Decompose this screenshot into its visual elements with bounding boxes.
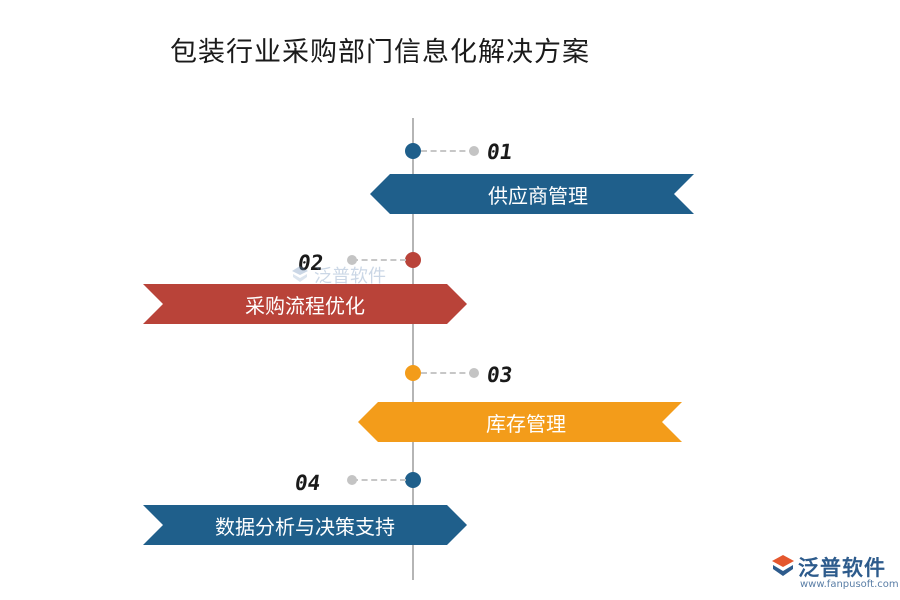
step-4-connector [352,479,406,481]
step-4-end-dot [347,475,357,485]
step-1-ribbon-shape [370,174,694,214]
step-3-number: 03 [485,363,514,387]
page-title: 包装行业采购部门信息化解决方案 [170,37,590,68]
step-4-number: 04 [293,471,322,495]
step-2-connector [352,259,406,261]
step-3-label: 库存管理 [486,411,566,436]
timeline-line [412,118,414,580]
step-1-end-dot [469,146,479,156]
step-3-end-dot [469,368,479,378]
watermark-logo-icon [292,266,308,282]
watermark: 泛普软件 [290,262,386,288]
step-1-number: 01 [485,140,514,164]
brand-logo-name: 泛普软件 [798,556,886,580]
watermark-text: 泛普软件 [314,266,386,287]
step-4-ribbon-shape [143,505,467,545]
brand-logo-url: www.fanpusoft.com [800,579,899,590]
step-1-ribbon: 供应商管理 [370,174,694,214]
brand-logo: 泛普软件 www.fanpusoft.com [770,552,899,596]
step-2-ribbon: 采购流程优化 [143,284,467,324]
brand-logo-icon [772,555,794,576]
step-4-ribbon: 数据分析与决策支持 [143,505,467,545]
step-3-ribbon: 库存管理 [358,402,682,442]
step-1-label: 供应商管理 [488,183,588,208]
step-3-connector [421,372,475,374]
step-2-ribbon-shape [143,284,467,324]
step-2-label: 采购流程优化 [245,293,365,318]
step-4-label: 数据分析与决策支持 [215,514,395,539]
step-3-ribbon-shape [358,402,682,442]
step-1-connector [421,150,475,152]
